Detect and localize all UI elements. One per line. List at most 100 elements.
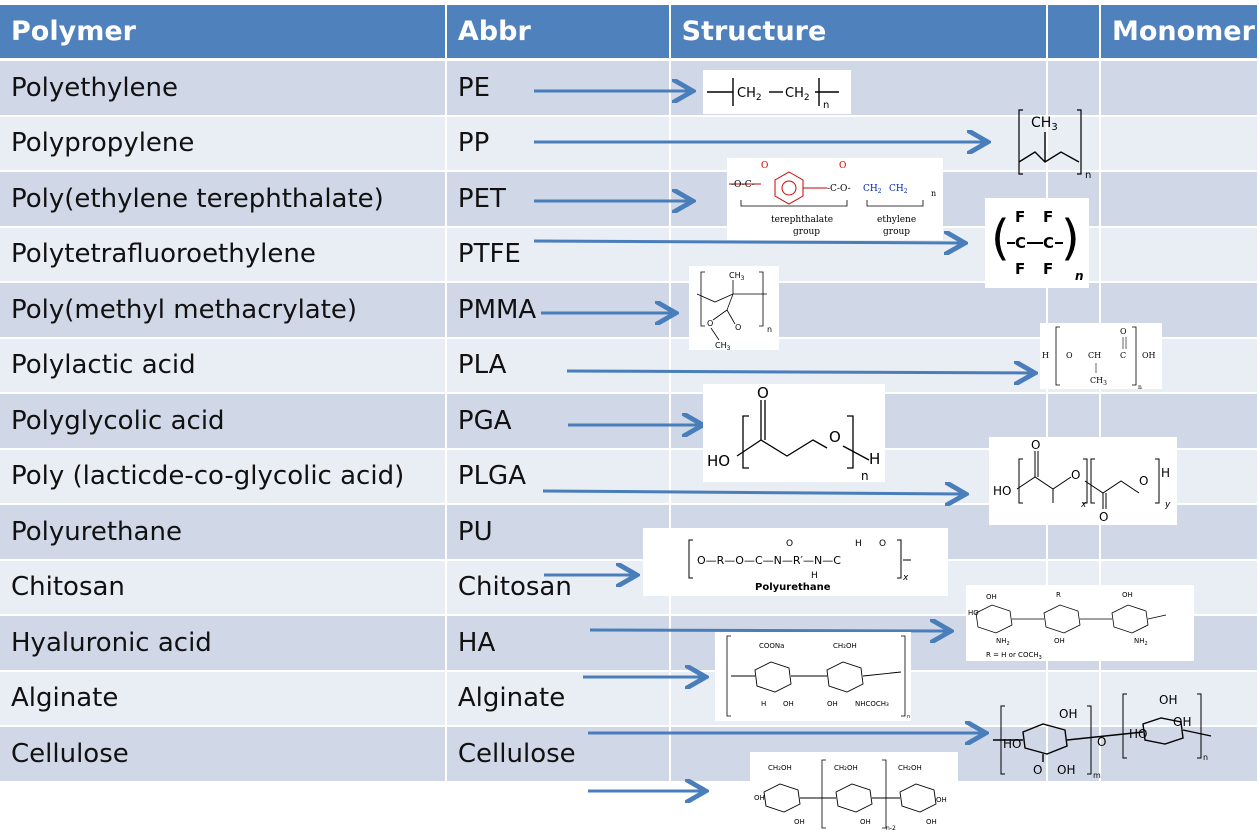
blank-cell bbox=[1047, 115, 1101, 172]
structure-cellulose: CH₂OH CH₂OH CH₂OH OH OH OH OH OH n-2 bbox=[750, 752, 958, 832]
pla-ch: CH bbox=[1088, 351, 1101, 360]
ha-h-a: H bbox=[761, 700, 766, 708]
pmma-o-carbonyl: O bbox=[735, 323, 741, 332]
polymer-name: Polyglycolic acid bbox=[0, 393, 447, 450]
pla-h: H bbox=[1042, 351, 1049, 360]
polymer-name: Poly(ethylene terephthalate) bbox=[0, 171, 447, 228]
table-row: Polyethylene PE bbox=[0, 59, 1259, 117]
monomer-cell bbox=[1099, 115, 1259, 172]
polymer-name: Polytetrafluoroethylene bbox=[0, 226, 447, 283]
structure-chitosan: OH HO NH2 R OH OH NH2 R = H or COCH3 bbox=[966, 585, 1194, 661]
polymer-name: Polyurethane bbox=[0, 504, 447, 561]
polymer-name: Poly (lacticde-co-glycolic acid) bbox=[0, 448, 447, 505]
polymer-abbr: PGA bbox=[445, 393, 671, 450]
plga-x: x bbox=[1080, 500, 1087, 510]
pe-ch2-a: CH2 bbox=[737, 86, 762, 103]
cellulose-ch2oh-b: CH₂OH bbox=[834, 764, 858, 772]
plga-structure-drawing: HO O O x O O H y bbox=[993, 438, 1171, 524]
alginate-structure-drawing: OH HO O OH O OH HO OH m n bbox=[993, 693, 1212, 778]
cellulose-oh-e: OH bbox=[936, 796, 947, 804]
pu-structure-drawing: O—R—O—C—N—R′—N—C O O H H x Polyurethane bbox=[688, 539, 911, 593]
chitosan-nh2-b: NH2 bbox=[1134, 637, 1148, 647]
ptfe-f4: F bbox=[1043, 260, 1053, 278]
polymer-name: Chitosan bbox=[0, 559, 447, 616]
polymer-abbr: PE bbox=[445, 59, 671, 117]
svg-text:): ) bbox=[1061, 210, 1080, 266]
svg-text:(: ( bbox=[991, 210, 1010, 266]
pla-structure-drawing: H O CH CH3 C O n OH bbox=[1042, 326, 1156, 389]
pet-n: n bbox=[931, 189, 936, 198]
ptfe-c1: C bbox=[1015, 234, 1026, 252]
structure-pga: HO O O H n bbox=[703, 384, 885, 482]
monomer-cell bbox=[1099, 282, 1259, 339]
monomer-cell bbox=[1099, 171, 1259, 228]
pu-h-b: H bbox=[855, 539, 862, 549]
pet-terephthalate-label: terephthalate bbox=[771, 215, 833, 225]
plga-ho: HO bbox=[993, 484, 1011, 498]
pet-group-label-a: group bbox=[793, 227, 820, 237]
pga-o-carbonyl: O bbox=[757, 384, 769, 402]
pe-n: n bbox=[823, 100, 829, 111]
polymer-abbr: PU bbox=[445, 504, 671, 561]
plga-o-top: O bbox=[1031, 438, 1040, 452]
table-row: Polylactic acid PLA bbox=[0, 337, 1259, 394]
polymer-abbr: PLA bbox=[445, 337, 671, 394]
polymer-abbr: HA bbox=[445, 615, 671, 672]
pmma-ch3-top: CH3 bbox=[729, 271, 745, 282]
plga-o-end: O bbox=[1139, 474, 1148, 488]
alginate-oh-b: OH bbox=[1057, 763, 1075, 777]
ha-nhcoch3: NHCOCH₃ bbox=[855, 700, 889, 708]
cellulose-ch2oh-c: CH₂OH bbox=[898, 764, 922, 772]
monomer-cell bbox=[1099, 226, 1259, 283]
structure-pp: CH3 n bbox=[1005, 106, 1095, 180]
chitosan-ho-a: HO bbox=[968, 609, 979, 617]
blank-cell bbox=[1047, 59, 1101, 117]
polymer-name: Poly(methyl methacrylate) bbox=[0, 282, 447, 339]
plga-h: H bbox=[1161, 466, 1170, 480]
chitosan-oh-b: OH bbox=[1054, 637, 1065, 645]
pla-oh: OH bbox=[1142, 351, 1156, 360]
cellulose-n2: n-2 bbox=[886, 825, 896, 832]
pp-n: n bbox=[1085, 170, 1091, 180]
pga-h: H bbox=[869, 450, 880, 468]
chitosan-structure-drawing: OH HO NH2 R OH OH NH2 R = H or COCH3 bbox=[968, 591, 1167, 661]
pla-n: n bbox=[1138, 384, 1142, 389]
pu-o-b: O bbox=[879, 539, 886, 549]
cellulose-oh-b: OH bbox=[794, 818, 805, 826]
cellulose-oh-d: OH bbox=[926, 818, 937, 826]
pmma-ch3-bottom: CH3 bbox=[715, 341, 731, 350]
pet-o-top-a: O bbox=[761, 161, 768, 171]
pu-caption: Polyurethane bbox=[755, 582, 831, 593]
header-abbr: Abbr bbox=[445, 5, 671, 61]
structure-pmma: CH3 O O CH3 n bbox=[689, 266, 779, 350]
structure-ha: COONa CH₂OH H OH OH NHCOCH₃ n bbox=[715, 632, 911, 721]
ha-oh-b: OH bbox=[827, 700, 838, 708]
alginate-oh-a: OH bbox=[1059, 707, 1077, 721]
pu-x: x bbox=[902, 573, 909, 583]
monomer-cell bbox=[1099, 726, 1259, 783]
pet-group-label-b: group bbox=[883, 227, 910, 237]
chitosan-oh-c: OH bbox=[1122, 591, 1133, 599]
pu-h-a: H bbox=[811, 571, 818, 581]
pmma-o-ester: O bbox=[707, 319, 713, 328]
pet-ch2-a: CH2 bbox=[863, 184, 882, 195]
pet-ch2-b: CH2 bbox=[889, 184, 908, 195]
ha-coona: COONa bbox=[759, 642, 784, 650]
chitosan-nh2-a: NH2 bbox=[996, 637, 1010, 647]
header-blank bbox=[1047, 5, 1101, 61]
alginate-n: n bbox=[1203, 753, 1208, 762]
polymer-name: Cellulose bbox=[0, 726, 447, 783]
header-monomer: Monomer bbox=[1099, 5, 1259, 61]
structure-plga: HO O O x O O H y bbox=[989, 437, 1177, 525]
pet-o-top-b: O bbox=[839, 161, 846, 171]
pla-o-carbonyl: O bbox=[1120, 327, 1127, 336]
header-polymer: Polymer bbox=[0, 5, 447, 61]
structure-pe: CH2 CH2 n bbox=[703, 70, 851, 114]
polymer-abbr: PMMA bbox=[445, 282, 671, 339]
polymer-abbr: Alginate bbox=[445, 670, 671, 727]
alginate-ho-b: HO bbox=[1129, 727, 1147, 741]
chitosan-oh-a: OH bbox=[986, 593, 997, 601]
ha-oh-a: OH bbox=[783, 700, 794, 708]
plga-y: y bbox=[1164, 500, 1171, 510]
structure-pet: -O-C- O -C-O- O CH2 CH2 n terephthalate … bbox=[727, 158, 943, 240]
